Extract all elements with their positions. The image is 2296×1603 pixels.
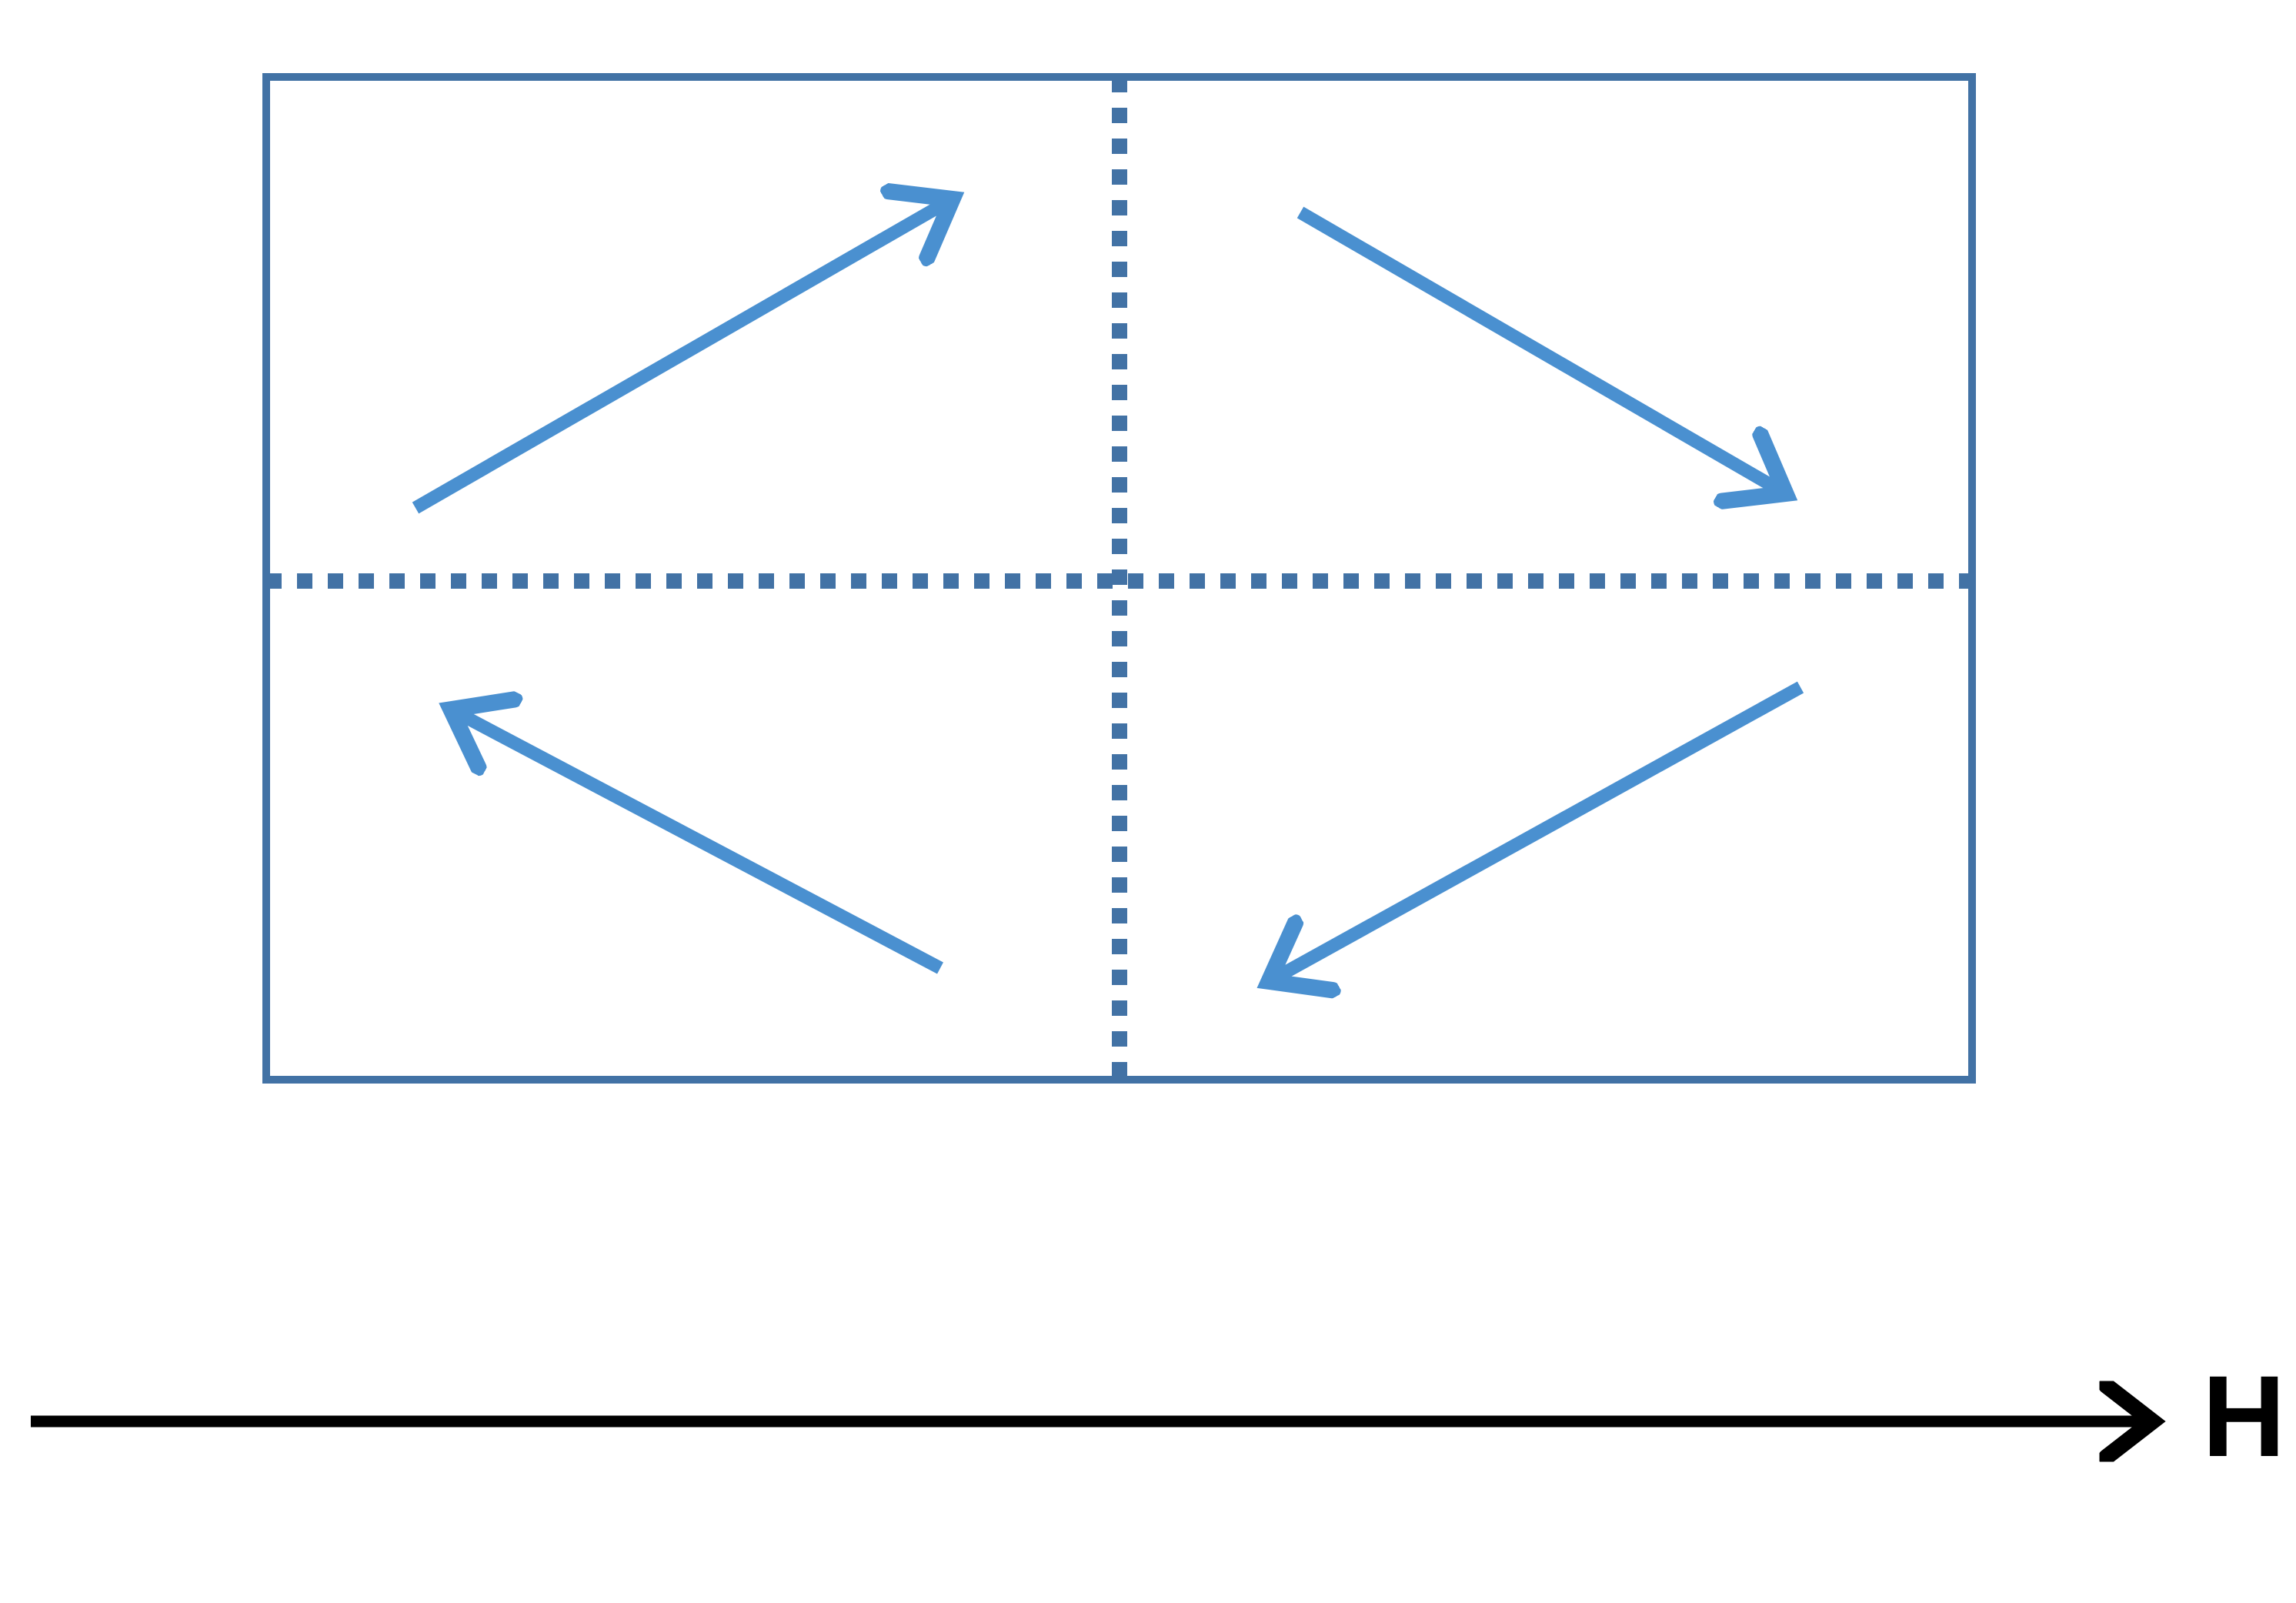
arrow-upper-left-quadrant <box>412 202 948 514</box>
h-axis-label: H <box>2202 1351 2286 1481</box>
arrow-lower-right-quadrant <box>1273 681 1804 979</box>
arrow-lower-left-quadrant <box>456 712 943 974</box>
arrow-upper-right-quadrant <box>1297 206 1781 491</box>
